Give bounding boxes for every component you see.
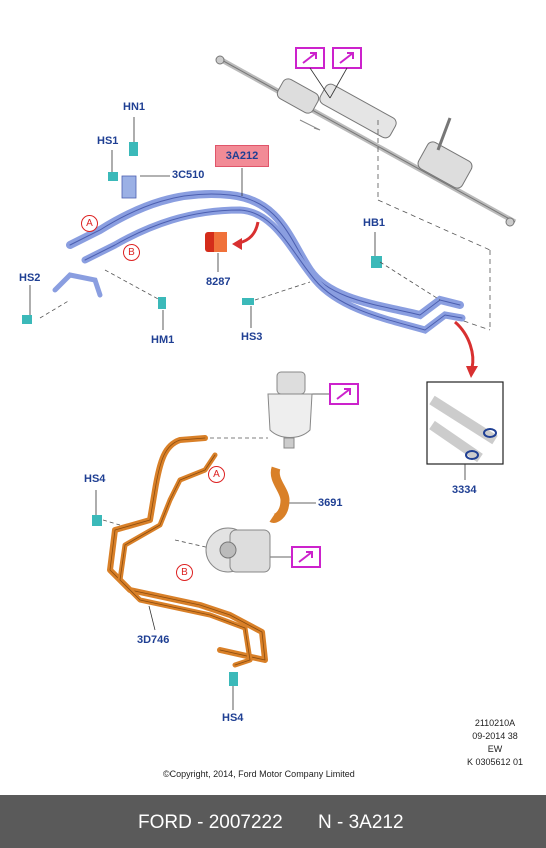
marker-a: A [208, 466, 225, 483]
meta-line-4: K 0305612 01 [466, 757, 524, 767]
pressure-line-3a212 [52, 190, 466, 334]
clip-icon [371, 256, 382, 268]
link-icon[interactable] [291, 546, 321, 568]
meta-line-3: EW [487, 744, 503, 754]
power-steering-pump [205, 527, 271, 573]
label-3334: 3334 [452, 484, 477, 496]
hose-3691 [269, 466, 290, 523]
marker-b: B [123, 244, 140, 261]
label-hs1: HS1 [97, 135, 119, 147]
label-3d746: 3D746 [137, 634, 170, 646]
label-hs2: HS2 [19, 272, 41, 284]
inset-3334 [426, 381, 504, 465]
bracket-3c510 [121, 175, 137, 199]
footer-part-number: FORD - 2007222 [138, 812, 283, 833]
clip-icon [108, 172, 118, 181]
leader-lines [29, 117, 466, 710]
label-hn1: HN1 [123, 101, 146, 113]
label-3a212: 3A212 [215, 145, 269, 167]
footer-reference: N - 3A212 [318, 812, 404, 833]
label-hs4-bottom: HS4 [222, 712, 244, 724]
steering-rack [215, 55, 517, 227]
return-line-3d746 [107, 435, 268, 668]
label-3c510: 3C510 [172, 169, 205, 181]
meta-line-1: 2110210A [474, 718, 516, 728]
label-hb1: HB1 [363, 217, 386, 229]
link-icon[interactable] [332, 47, 362, 69]
copyright: ©Copyright, 2014, Ford Motor Company Lim… [163, 769, 355, 779]
meta-line-2: 09-2014 38 [472, 731, 518, 741]
link-icon[interactable] [329, 383, 359, 405]
label-hs4-top: HS4 [84, 473, 106, 485]
rack-leader-lines [377, 120, 491, 331]
label-hm1: HM1 [151, 334, 175, 346]
label-hs3: HS3 [241, 331, 263, 343]
label-8287: 8287 [206, 276, 231, 288]
fluid-reservoir [267, 371, 313, 449]
bolt-icon [229, 672, 238, 686]
bolt-icon [129, 142, 138, 156]
marker-b: B [176, 564, 193, 581]
footer-bar: FORD - 2007222 N - 3A212 [0, 795, 546, 848]
clip-icon [22, 315, 32, 324]
bolt-icon [242, 298, 254, 305]
label-3691: 3691 [318, 497, 343, 509]
link-icon[interactable] [295, 47, 325, 69]
part-8287 [205, 232, 227, 252]
bolt-icon [158, 297, 166, 309]
dashed-leader-lines [39, 261, 441, 549]
drawing-meta: 2110210A 09-2014 38 EW K 0305612 01 [455, 718, 535, 767]
arrow-icon [453, 320, 475, 369]
parts-diagram [22, 47, 517, 710]
clip-icon [92, 515, 102, 526]
marker-a: A [81, 215, 98, 232]
